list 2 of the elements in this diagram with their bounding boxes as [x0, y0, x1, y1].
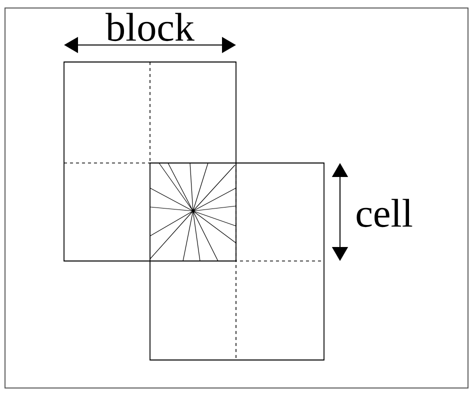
dimension-label: cell [356, 198, 412, 228]
dimension-label: block [106, 12, 194, 42]
